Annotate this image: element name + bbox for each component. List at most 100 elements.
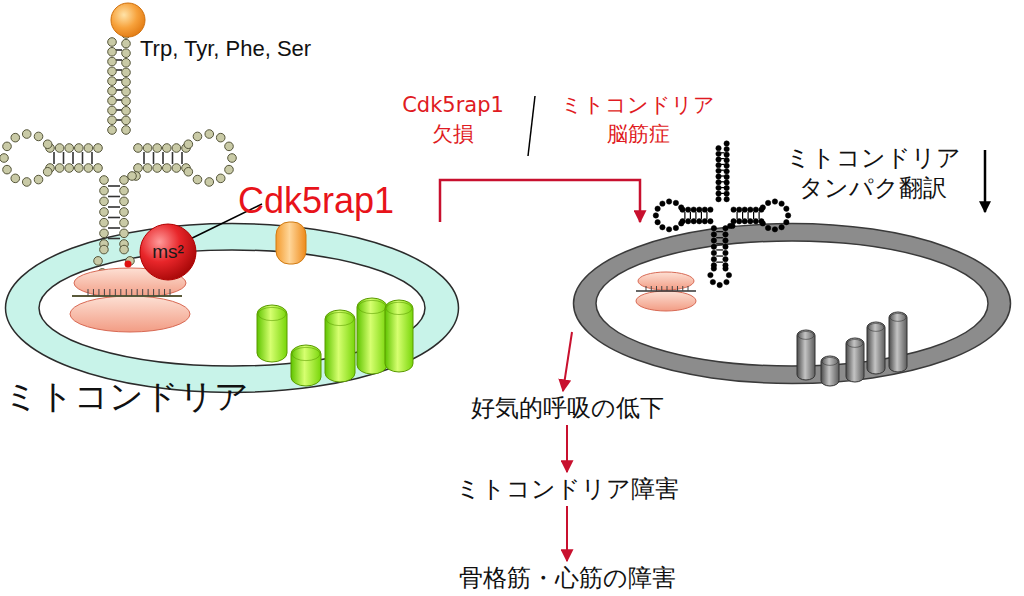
- nucleotide: [122, 107, 131, 116]
- base-pair: [143, 152, 145, 164]
- nucleotide: [143, 144, 152, 153]
- flow-arrow: [563, 332, 572, 391]
- nucleotide: [3, 142, 12, 151]
- nucleotide: [724, 191, 729, 196]
- base-pair: [116, 69, 122, 71]
- mitochondrion-outline: [572, 222, 1012, 385]
- base-pair: [82, 152, 84, 164]
- nucleotide: [716, 179, 721, 184]
- nucleotide: [134, 164, 143, 173]
- nucleotide: [702, 219, 707, 224]
- nucleotide: [724, 152, 729, 157]
- outer-membrane: [6, 224, 459, 393]
- nucleotide: [731, 207, 736, 212]
- base-pair: [162, 152, 164, 164]
- nucleotide: [122, 39, 131, 48]
- nucleotide: [691, 207, 696, 212]
- nucleotide: [685, 207, 690, 212]
- base-pair: [721, 175, 724, 176]
- nucleotide: [205, 178, 214, 187]
- base-pair: [721, 187, 724, 188]
- nucleotide: [724, 197, 729, 202]
- nucleotide: [724, 185, 729, 190]
- nucleotide: [748, 219, 753, 224]
- nucleotide: [716, 145, 721, 150]
- base-pair: [721, 181, 724, 182]
- process-step: ミトコンドリア障害: [437, 472, 697, 506]
- nucleotide: [679, 205, 684, 210]
- modification-ball: ms²: [139, 223, 197, 281]
- nucleotide: [716, 162, 721, 167]
- nucleotide: [184, 140, 193, 149]
- nucleotide: [716, 191, 721, 196]
- base-pair: [706, 212, 707, 219]
- step-label: ミトコンドリア障害: [437, 472, 697, 506]
- nucleotide: [122, 126, 131, 135]
- base-pair: [721, 158, 724, 159]
- nucleotide: [122, 68, 131, 77]
- nucleotide: [225, 142, 234, 151]
- nucleotide: [679, 221, 684, 226]
- inner-membrane: [596, 241, 988, 366]
- base-pair: [181, 152, 183, 164]
- mitochondrion-normal: ミトコンドリアms²: [4, 222, 460, 394]
- nucleotide: [772, 199, 777, 204]
- nucleotide: [184, 167, 193, 176]
- nucleotide: [731, 219, 736, 224]
- nucleotide: [100, 208, 109, 217]
- base-pair: [721, 193, 724, 194]
- nucleotide: [655, 206, 660, 211]
- base-pair: [63, 152, 65, 164]
- nucleotide: [760, 205, 765, 210]
- base-pair: [116, 99, 122, 101]
- nucleotide: [122, 116, 131, 125]
- nucleotide: [716, 151, 721, 156]
- nucleotide: [724, 146, 729, 151]
- nucleotide: [100, 218, 109, 227]
- nucleotide: [108, 47, 117, 56]
- nucleotide: [172, 144, 181, 153]
- nucleotide: [122, 30, 131, 39]
- nucleotide: [100, 197, 109, 206]
- translation-label: ミトコンドリア タンパク翻訳: [768, 143, 978, 203]
- nucleotide: [22, 178, 31, 187]
- nucleotide: [94, 144, 103, 153]
- nucleotide: [680, 207, 685, 212]
- base-pair: [116, 89, 122, 91]
- nucleotide: [11, 133, 20, 142]
- nucleotide: [724, 158, 729, 163]
- nucleotide: [108, 57, 117, 66]
- nucleotide: [43, 140, 52, 149]
- nucleotide: [673, 200, 678, 205]
- nucleotide: [128, 172, 137, 181]
- base-pair: [153, 152, 155, 164]
- amino-acid-list: Trp, Tyr, Phe, Ser: [140, 36, 380, 62]
- mitochondrion-defective: ミトコンドリア タンパク翻訳: [572, 222, 1012, 385]
- nucleotide: [724, 174, 729, 179]
- nucleotide: [172, 164, 181, 173]
- nucleotide: [108, 126, 117, 135]
- nucleotide: [716, 185, 721, 190]
- mitochondrion-outline: [4, 222, 460, 394]
- nucleotide: [666, 227, 671, 232]
- base-pair: [116, 59, 122, 61]
- nucleotide: [0, 154, 8, 163]
- enzyme-name: Cdk5rap1: [238, 181, 438, 221]
- nucleotide: [22, 130, 31, 139]
- nucleotide: [216, 133, 225, 142]
- nucleotide: [65, 144, 74, 153]
- base-pair: [721, 164, 724, 165]
- flow-arrow: [566, 506, 568, 561]
- nucleotide: [120, 197, 129, 206]
- decrease-arrow: [984, 150, 987, 212]
- base-pair: [742, 212, 743, 219]
- nucleotide: [75, 164, 84, 173]
- nucleotide: [225, 165, 234, 174]
- base-pair: [116, 119, 122, 121]
- nucleotide: [46, 144, 55, 153]
- nucleotide: [153, 164, 162, 173]
- nucleotide: [702, 207, 707, 212]
- nucleotide: [122, 49, 131, 58]
- base-pair: [684, 212, 685, 219]
